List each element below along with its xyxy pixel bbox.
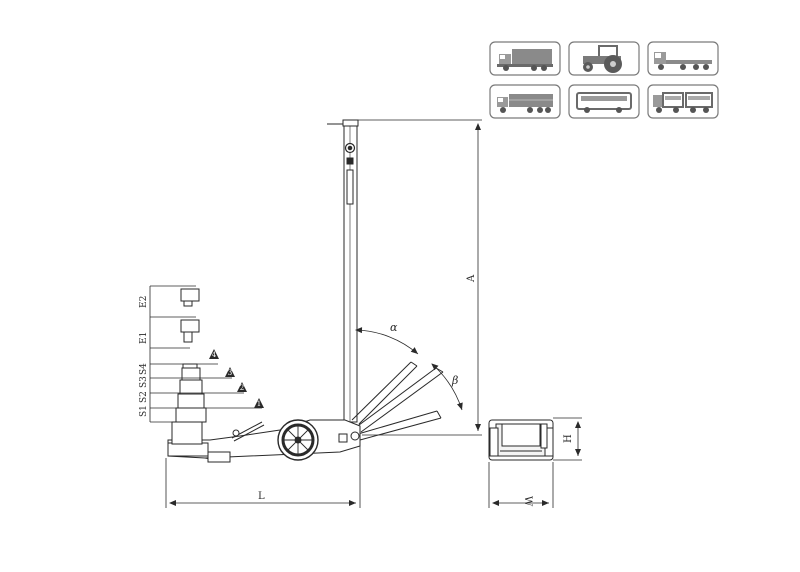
handle-position-lines xyxy=(351,361,444,441)
stage-marker-3: 3 xyxy=(225,367,235,377)
svg-text:2: 2 xyxy=(240,384,244,392)
vehicle-icon-panel xyxy=(489,41,719,119)
dimension-w xyxy=(488,462,554,508)
angle-beta xyxy=(431,363,463,411)
tractor-icon[interactable] xyxy=(568,41,640,76)
dimension-label-w: W xyxy=(522,496,533,507)
jack-side-view xyxy=(167,119,444,463)
angle-alpha xyxy=(355,327,419,355)
angle-label-alpha: α xyxy=(390,321,398,334)
stage-marker-2: 2 xyxy=(237,382,247,392)
stage-marker-1: 1 xyxy=(254,398,264,408)
angle-label-beta: β xyxy=(451,374,458,387)
stage-label-s2: S2 xyxy=(139,391,149,403)
bus-icon[interactable] xyxy=(568,84,640,119)
stage-label-e1: E1 xyxy=(139,332,149,344)
stage-marker-group: 1 2 3 4 xyxy=(209,349,264,408)
jack-front-view xyxy=(488,419,554,461)
truck-trailer-icon[interactable] xyxy=(647,84,719,119)
stage-label-s1: S1 xyxy=(139,405,149,417)
flatbed-truck-icon[interactable] xyxy=(647,41,719,76)
dimension-a xyxy=(358,119,482,436)
stage-label-s4: S4 xyxy=(139,363,149,375)
stage-label-s3: S3 xyxy=(139,376,149,388)
svg-text:1: 1 xyxy=(257,400,261,408)
stage-label-group: S1 S2 S3 S4 E1 E2 xyxy=(139,296,149,417)
dimension-label-a: A xyxy=(466,274,477,283)
svg-text:4: 4 xyxy=(212,351,217,359)
box-truck-icon[interactable] xyxy=(489,41,561,76)
stage-label-e2: E2 xyxy=(139,296,149,308)
long-truck-icon[interactable] xyxy=(489,84,561,119)
stage-lines xyxy=(149,285,262,423)
dimension-h xyxy=(553,417,582,461)
stage-marker-4: 4 xyxy=(209,349,219,359)
dimension-l xyxy=(165,446,361,508)
dimension-label-l: L xyxy=(258,491,265,502)
dimension-label-h: H xyxy=(563,434,574,443)
svg-text:3: 3 xyxy=(228,369,232,377)
